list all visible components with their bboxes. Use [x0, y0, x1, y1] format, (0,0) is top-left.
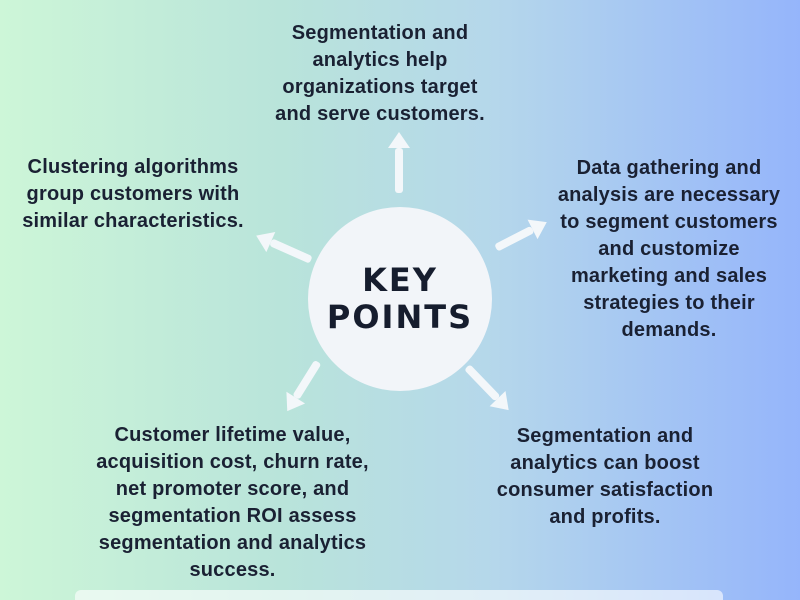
text-line: to segment customers — [560, 211, 778, 233]
point-bottom-right: Segmentation and analytics can boost consu… — [480, 423, 730, 531]
text-line: marketing and sales — [570, 265, 768, 287]
arrow-up-icon — [388, 132, 410, 193]
arrow-lower-right-icon — [459, 359, 517, 418]
text-line: and profits. — [549, 506, 661, 528]
text-line: consumer satisfaction — [496, 479, 714, 501]
text-line: analytics help — [312, 49, 448, 71]
text-line: POINTS — [326, 298, 474, 336]
text-line: success. — [189, 559, 276, 581]
point-bottom-left: Customer lifetime value, acquisition cost… — [95, 422, 370, 584]
text-line: analysis are necessary — [557, 184, 781, 206]
text-line: Data gathering and — [576, 157, 762, 179]
text-line: similar characteristics. — [22, 210, 244, 232]
text-line: analytics can boost — [510, 452, 700, 474]
arrow-shaft — [292, 359, 322, 400]
text-line: net promoter score, and — [115, 478, 350, 500]
arrow-shaft — [464, 364, 501, 402]
bottom-bar — [75, 590, 723, 600]
text-line: Segmentation and — [291, 22, 469, 44]
text-line: acquisition cost, churn rate, — [96, 451, 369, 473]
text-line: segmentation ROI assess — [108, 505, 357, 527]
text-line: organizations target — [282, 76, 478, 98]
text-line: segmentation and analytics — [98, 532, 367, 554]
point-right: Data gathering and analysis are necessary… — [545, 155, 793, 344]
text-line: and serve customers. — [275, 103, 485, 125]
text-line: Customer lifetime value, — [114, 424, 351, 446]
text-line: demands. — [621, 319, 717, 341]
arrow-shaft — [269, 238, 313, 264]
text-line: Clustering algorithms — [27, 156, 239, 178]
arrow-lower-left-icon — [277, 356, 327, 418]
point-left: Clustering algorithms group customers wit… — [8, 154, 258, 235]
text-line: Segmentation and — [516, 425, 694, 447]
arrow-shaft — [395, 148, 403, 193]
arrow-upper-right-icon — [491, 212, 552, 257]
arrow-shaft — [494, 225, 535, 252]
arrow-head — [388, 132, 410, 148]
text-line: group customers with — [26, 183, 240, 205]
point-top: Segmentation and analytics help organizati… — [240, 20, 520, 128]
text-line: strategies to their — [583, 292, 755, 314]
text-line: KEY — [362, 261, 438, 299]
text-line: and customize — [598, 238, 740, 260]
arrow-upper-left-icon — [251, 225, 316, 271]
